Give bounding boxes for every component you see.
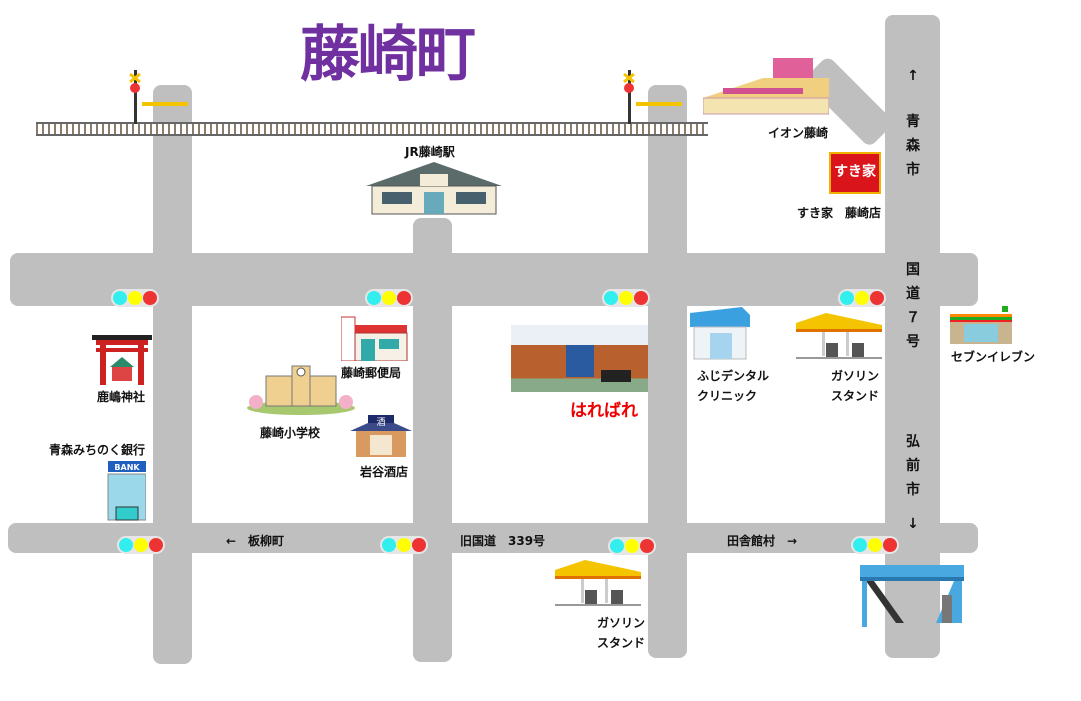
railroad-crossing-icon [622,70,682,124]
map-title: 藤崎町 [300,20,476,90]
shrine-label: 鹿嶋神社 [97,390,146,404]
traffic-light-icon [365,289,413,307]
sake-shop-icon [346,415,416,463]
seven-eleven-store-icon [950,306,1012,348]
dental-clinic-label-1: ふじデンタル [697,369,770,383]
gas-station-label-1: ガソリン [831,369,880,383]
dental-clinic-label-2: クリニック [697,389,758,403]
char: 市 [906,482,920,498]
char: 国 [906,262,920,278]
inakadate-direction-label: 田舎館村 → [727,534,798,548]
gas-station-icon [796,313,882,365]
gas-station-label-4: スタンド [597,636,646,650]
traffic-light-icon [851,536,899,554]
itayanagi-direction-label: ← 板柳町 [226,534,285,548]
post-office-icon [340,315,409,365]
char: 号 [906,334,920,350]
road-vertical-2 [413,218,452,662]
station-building-icon [366,160,502,220]
gas-station-label-3: ガソリン [597,616,646,630]
aomori-direction-label: 青森市 [903,110,923,182]
post-office-label: 藤崎郵便局 [341,366,402,380]
up-arrow-icon: ↑ [907,68,919,84]
road-vertical-3 [648,85,687,658]
pedestrian-bridge-icon [860,565,964,631]
aeon-label: イオン藤崎 [768,126,829,140]
char: 市 [906,162,920,178]
char: 前 [906,458,920,474]
school-building-icon [246,364,356,420]
sake-shop-label: 岩谷酒店 [360,465,409,479]
gas-station-label-2: スタンド [831,389,880,403]
railroad-crossing-icon [128,70,188,124]
hirosaki-direction-label: 弘前市 [903,430,923,502]
jr-station-label: JR藤崎駅 [405,145,455,159]
route-339-label: 旧国道 339号 [460,534,546,548]
traffic-light-icon [608,537,656,555]
torii-shrine-icon [92,333,152,389]
harebare-label: はればれ [570,401,638,421]
traffic-light-icon [380,536,428,554]
gas-station-icon [555,560,641,612]
route-7-label: 国道 ７ 号 [903,258,923,354]
traffic-light-icon [111,289,159,307]
char: 弘 [906,434,920,450]
road-vertical-1 [153,85,192,664]
down-arrow-icon: ↓ [907,516,919,532]
railway [36,122,708,136]
char: 森 [906,138,920,154]
traffic-light-icon [838,289,886,307]
aeon-building-icon [702,58,830,120]
traffic-light-icon [602,289,650,307]
harebare-building-photo [511,325,648,392]
bank-sign: BANK [114,463,140,472]
seven-eleven-label: セブンイレブン [951,350,1036,364]
bank-building-icon: BANK [106,461,147,525]
char: ７ [906,310,920,326]
sukiya-logo: すき家 [829,152,881,194]
sukiya-label: すき家 藤崎店 [797,206,882,220]
sake-sign: 酒 [376,418,386,428]
bank-label: 青森みちのく銀行 [49,443,146,457]
char: 道 [906,286,920,302]
dental-clinic-icon [690,307,752,365]
traffic-light-icon [117,536,165,554]
school-label: 藤崎小学校 [260,426,321,440]
char: 青 [906,114,920,130]
